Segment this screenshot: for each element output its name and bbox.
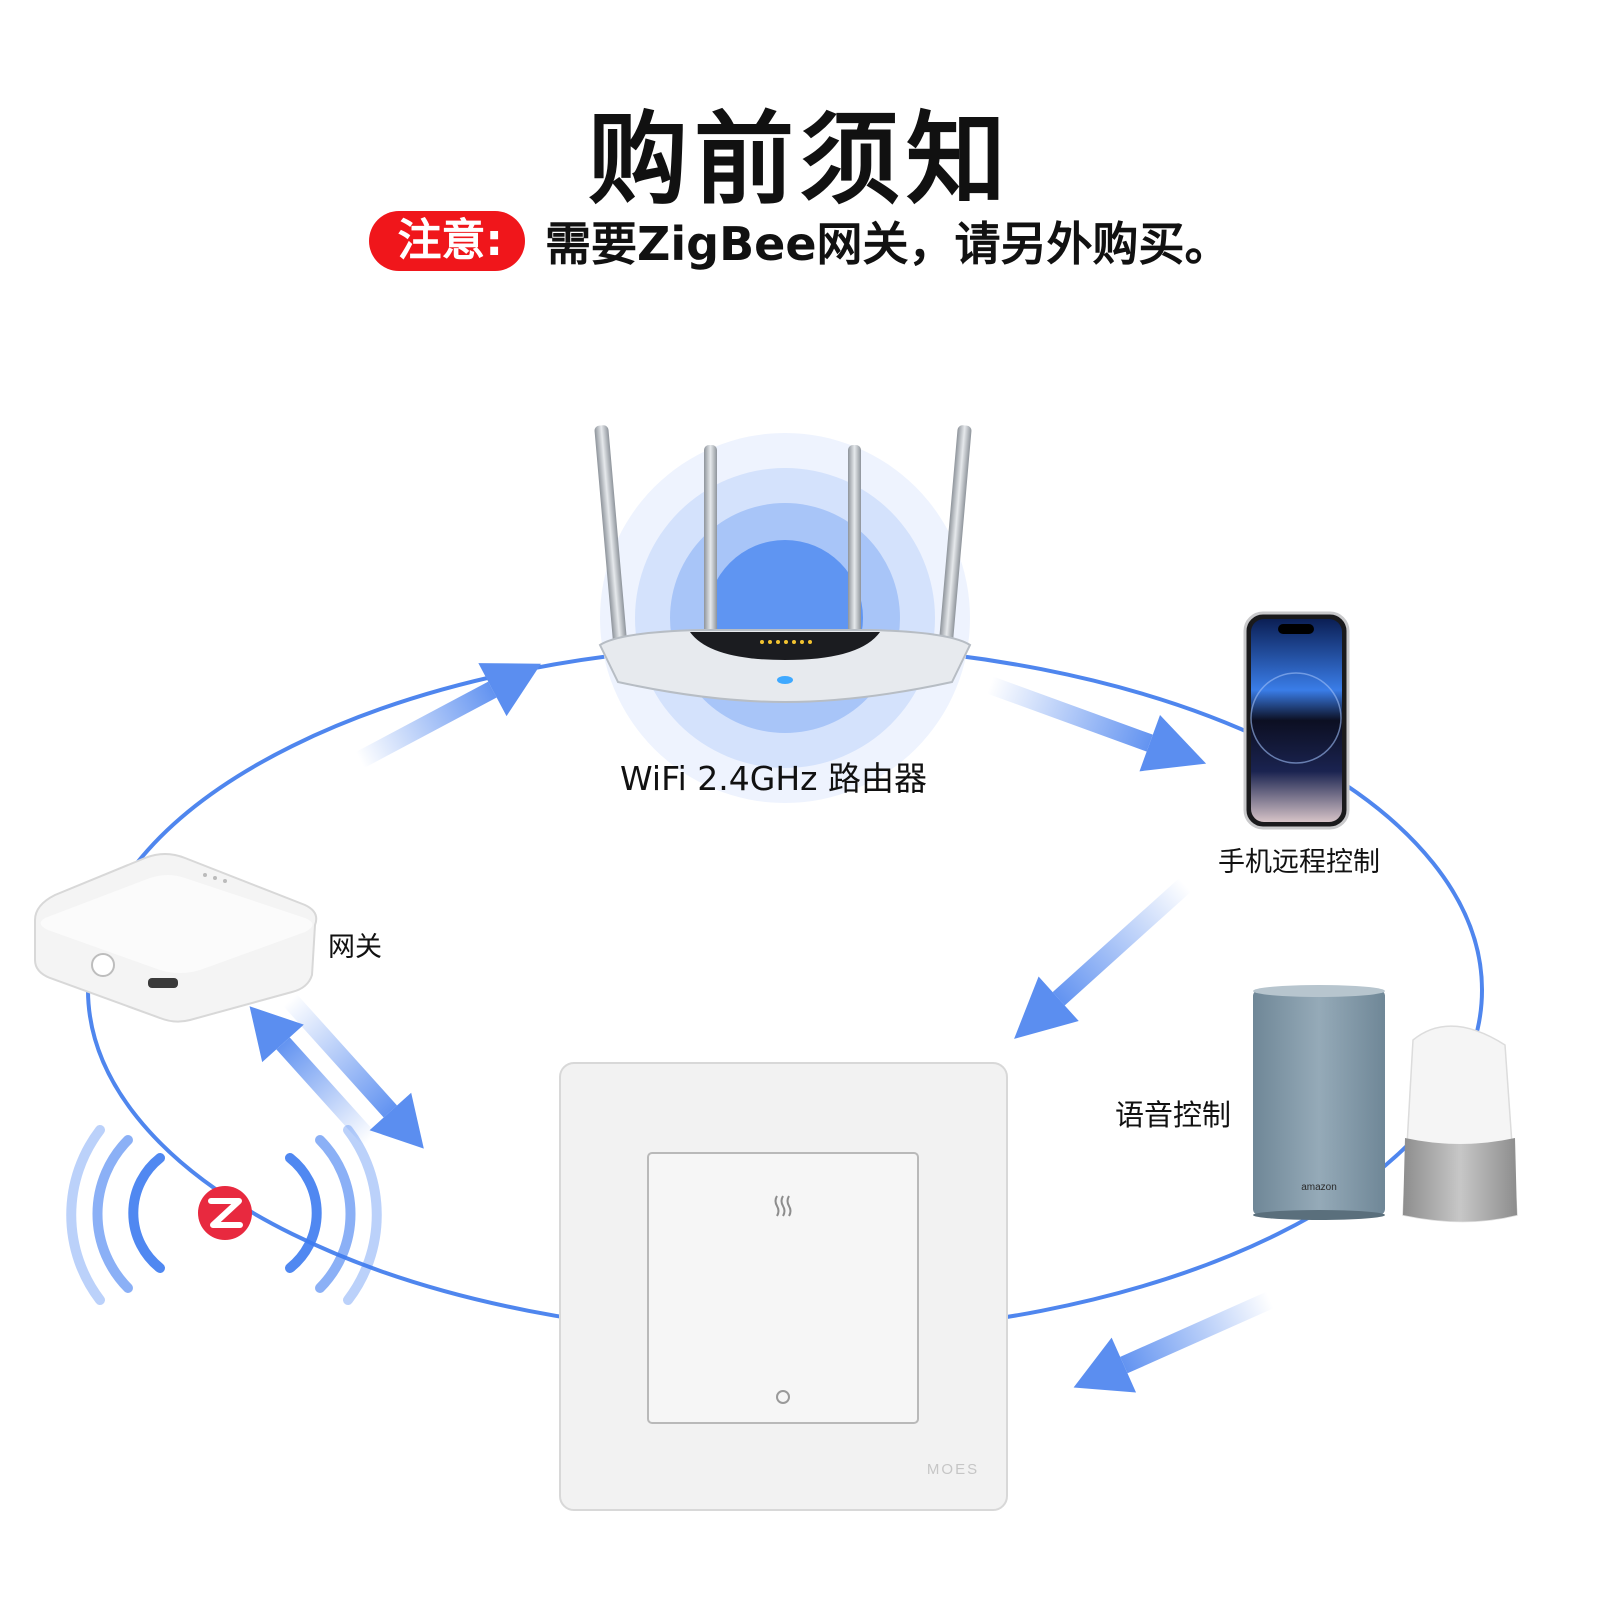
smart-wall-switch: MOES (559, 1062, 1008, 1511)
notice-text: 需要ZigBee网关，请另外购买。 (545, 217, 1231, 271)
antenna (848, 445, 861, 645)
page-title: 购前须知 (588, 101, 1012, 218)
echo-speaker: amazon (1253, 985, 1385, 1220)
smartphone (1243, 611, 1350, 830)
arrow-gateway-to-router (355, 663, 542, 768)
arrow-switch-to-gateway (249, 1006, 377, 1147)
usb-port-icon (148, 978, 178, 988)
speaker-brand: amazon (1301, 1182, 1337, 1193)
arrow-speaker-to-switch (1073, 1291, 1274, 1393)
router-label: WiFi 2.4GHz 路由器 (620, 759, 927, 798)
switch-brand: MOES (927, 1461, 979, 1478)
antenna (594, 425, 630, 675)
arrow-phone-to-switch (1014, 878, 1192, 1039)
arrow-router-to-phone (986, 676, 1207, 772)
zigbee-gateway (34, 853, 318, 1023)
notice-badge: 注意: (369, 211, 526, 271)
router-body (598, 629, 972, 704)
switch-button (647, 1152, 919, 1424)
indicator-ring-icon (776, 1390, 790, 1404)
router (594, 425, 972, 803)
phone-label: 手机远程控制 (1218, 847, 1380, 878)
heat-icon (774, 1195, 792, 1217)
notice-row: 注意: 需要ZigBee网关，请另外购买。 (0, 208, 1600, 274)
google-home-speaker (1402, 1025, 1518, 1223)
antenna (936, 425, 972, 675)
antenna (704, 445, 717, 645)
phone-screen (1251, 619, 1342, 822)
gateway-label: 网关 (328, 932, 382, 963)
reset-button-icon (91, 953, 115, 977)
zigbee-logo-icon (198, 1186, 252, 1240)
voice-label: 语音控制 (1115, 1098, 1232, 1132)
zigbee-signal-icon (66, 1125, 382, 1305)
arrow-gateway-to-switch (283, 993, 424, 1149)
status-leds (760, 640, 812, 644)
